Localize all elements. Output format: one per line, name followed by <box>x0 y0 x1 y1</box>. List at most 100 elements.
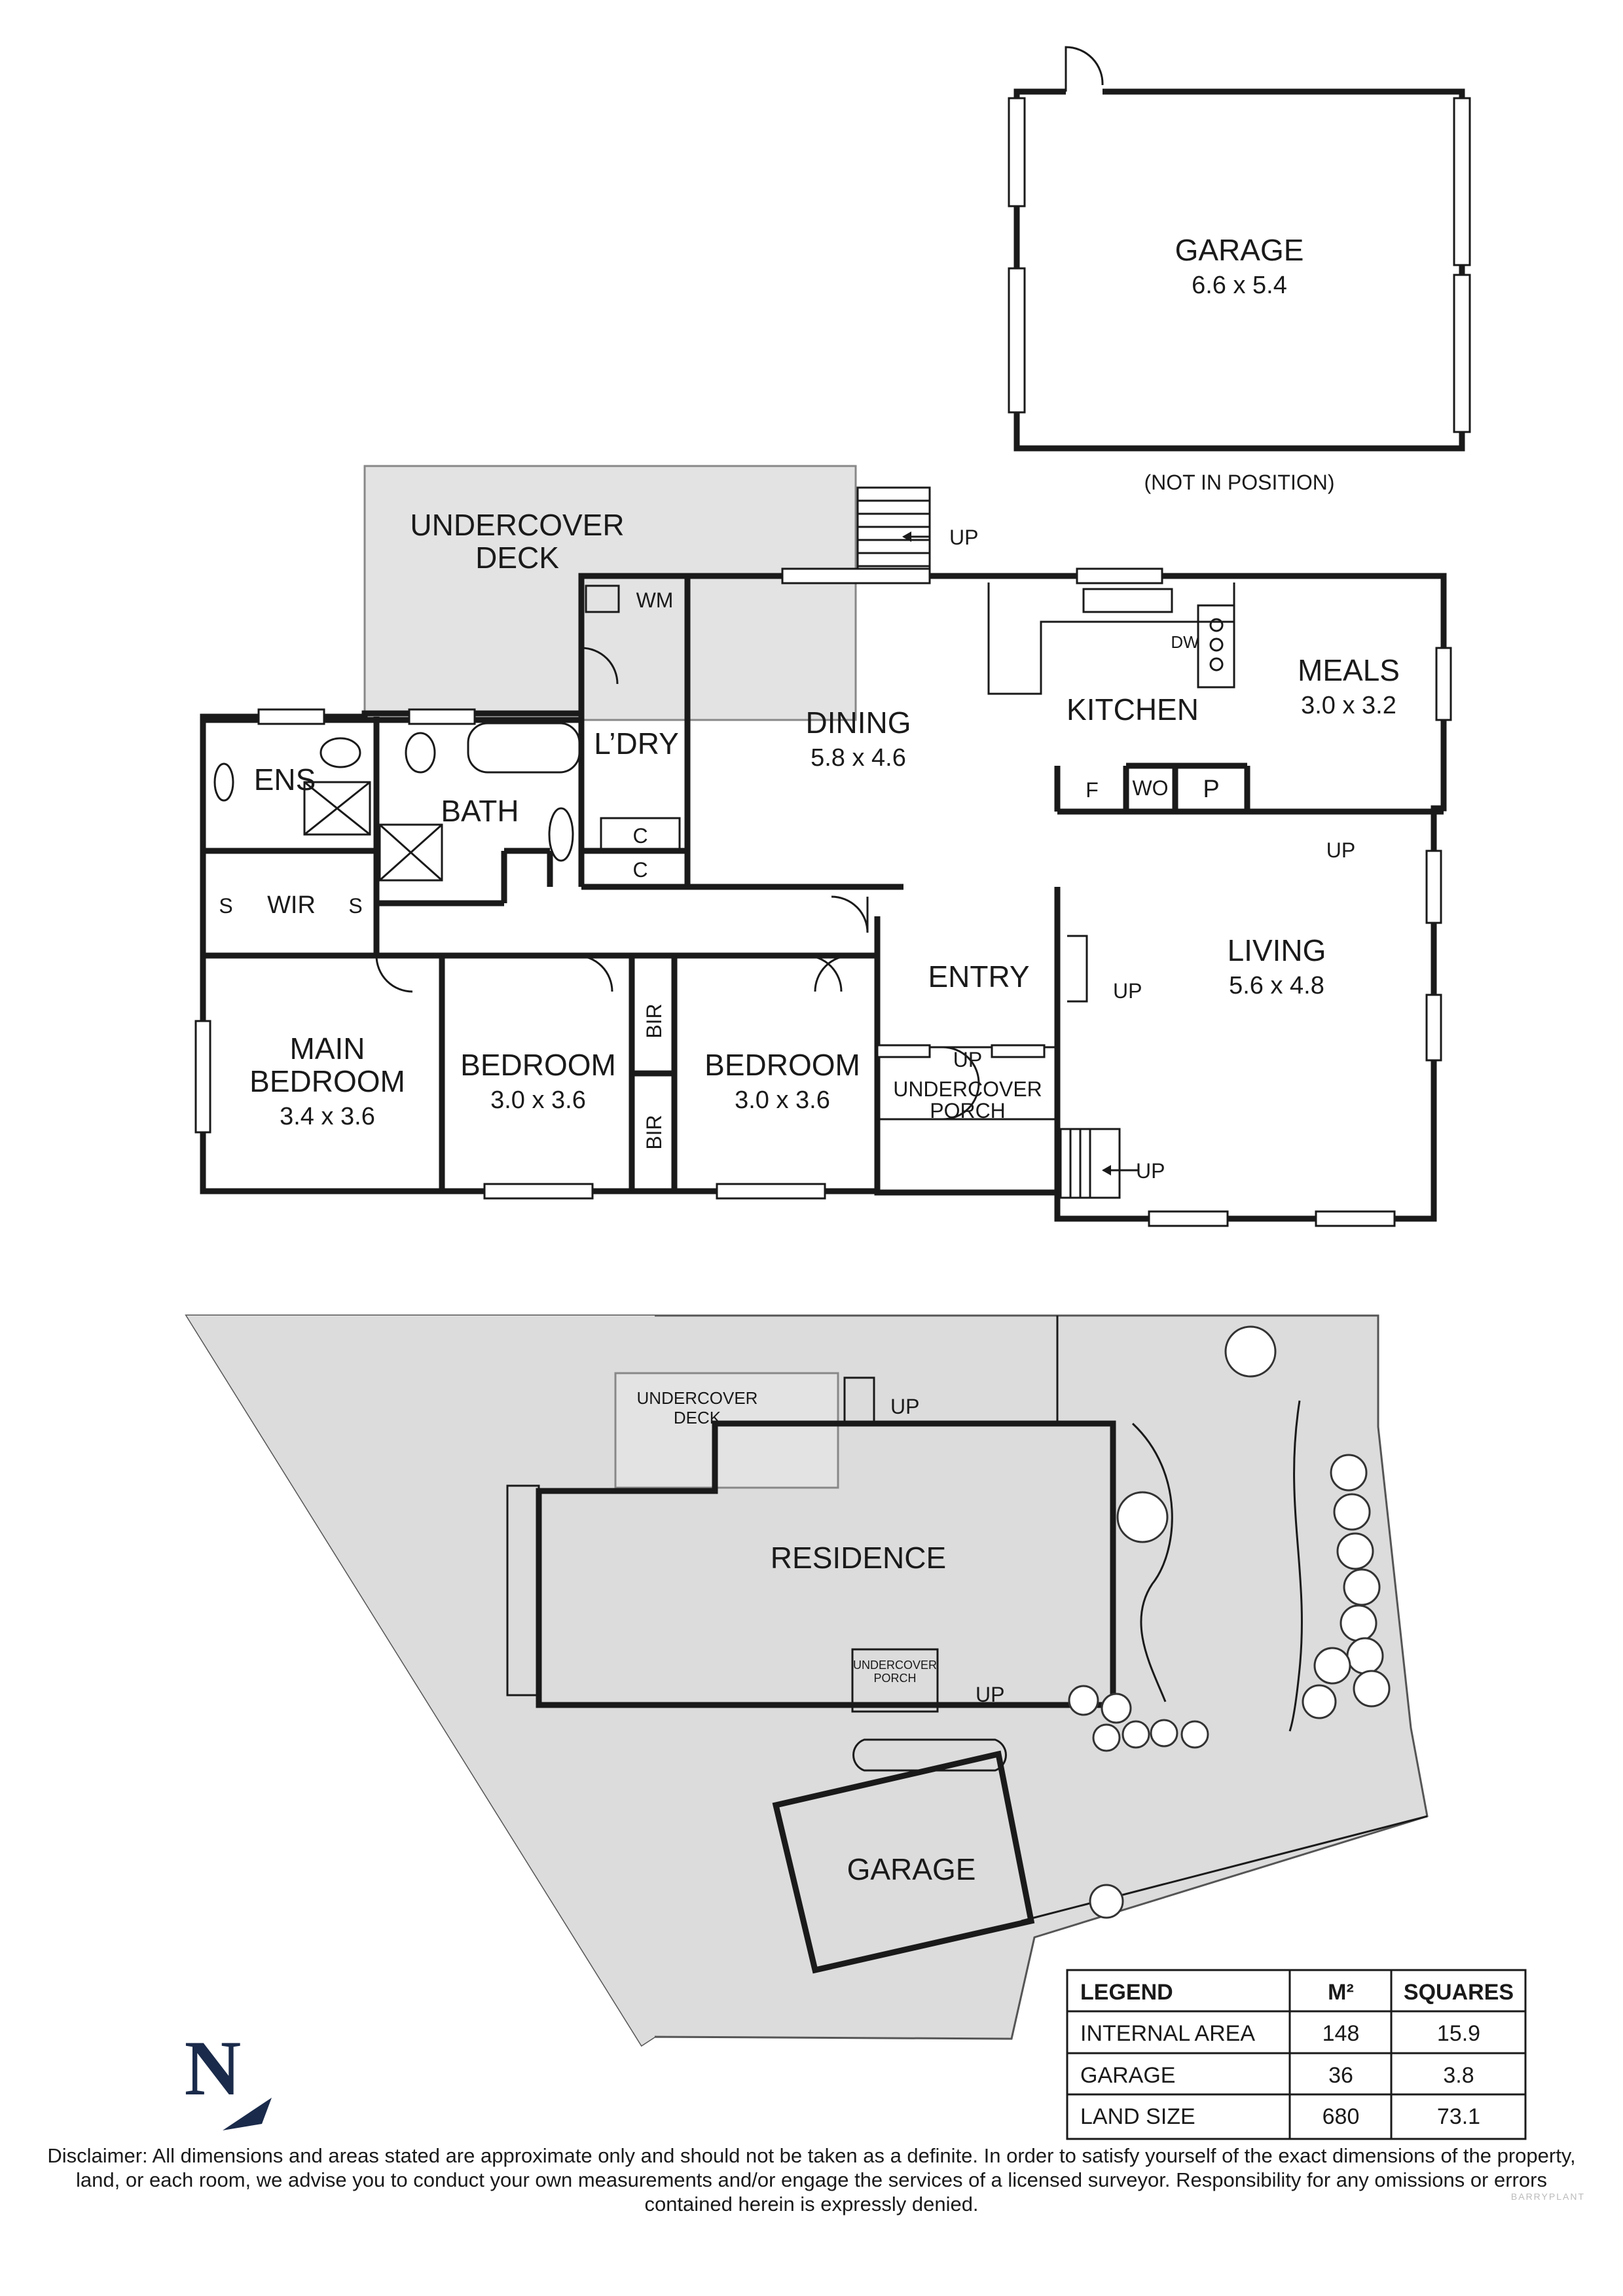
bedroom-2-label: BEDROOM <box>460 1048 616 1082</box>
porch-label-2: PORCH <box>930 1099 1006 1122</box>
kitchen-label: KITCHEN <box>1067 692 1199 726</box>
site-garage-label: GARAGE <box>847 1852 976 1886</box>
north-arrow: N <box>185 2024 272 2130</box>
door-swings <box>375 647 1088 1121</box>
porch-label: UNDERCOVER <box>893 1077 1042 1101</box>
disclaimer-text: Disclaimer: All dimensions and areas sta… <box>47 2144 1576 2215</box>
living-label: LIVING <box>1228 933 1326 967</box>
entry-up-label: UP <box>1113 979 1142 1003</box>
wir-label: WIR <box>267 891 316 919</box>
vanity-icon <box>213 762 234 802</box>
site-deck-label: UNDERCOVER <box>637 1388 758 1408</box>
bathtub-icon <box>467 722 581 774</box>
house-windows <box>194 567 1452 1227</box>
wo-label: WO <box>1132 776 1168 800</box>
legend-table: LEGEND M² SQUARES INTERNAL AREA 148 15.9… <box>1066 1969 1527 2140</box>
dining-dims: 5.8 x 4.6 <box>811 744 906 772</box>
legend-row-squares: 73.1 <box>1437 2104 1480 2129</box>
bathroom-fixtures <box>213 584 681 882</box>
meals-dims: 3.0 x 3.2 <box>1301 692 1396 719</box>
undercover-deck-area <box>363 465 857 721</box>
site-porch-up-label: UP <box>976 1683 1004 1706</box>
north-arrow-icon <box>223 2098 272 2130</box>
legend-row-label: LAND SIZE <box>1080 2104 1195 2129</box>
garage-note: (NOT IN POSITION) <box>1144 471 1335 494</box>
garage-dims: 6.6 x 5.4 <box>1192 272 1287 299</box>
wir-shelf-s-1: S <box>219 894 232 918</box>
f-label: F <box>1085 778 1099 802</box>
main-bedroom-label: MAIN <box>290 1031 365 1066</box>
entry-label: ENTRY <box>928 960 1029 994</box>
bedroom-3-label: BEDROOM <box>704 1048 860 1082</box>
laundry-label: L’DRY <box>594 726 679 761</box>
legend-header-squares: SQUARES <box>1404 1980 1514 2005</box>
house-plan: UNDERCOVER DECK UP <box>194 465 1452 1227</box>
living-up-label: UP <box>1326 838 1355 862</box>
garage-walls <box>1013 88 1465 452</box>
ens-toilet-icon <box>319 737 361 768</box>
site-garage <box>772 1750 1035 1974</box>
interior-walls <box>203 576 1444 1194</box>
bedroom-3-dims: 3.0 x 3.6 <box>735 1086 830 1114</box>
trees <box>1068 1325 1391 1919</box>
main-bedroom-dims: 3.4 x 3.6 <box>280 1103 375 1130</box>
legend-header-label: LEGEND <box>1080 1980 1173 2005</box>
garage-door-swing <box>1065 46 1104 92</box>
porch-stairs <box>1059 1128 1139 1199</box>
cupboard-c-label-2: C <box>632 858 647 882</box>
garage-window-left-1 <box>1008 97 1026 207</box>
site-deck <box>614 1372 839 1489</box>
washing-machine-icon <box>585 584 620 613</box>
garage-plan: GARAGE 6.6 x 5.4 (NOT IN POSITION) <box>1008 46 1471 494</box>
cupboard-c-label-1: C <box>632 824 647 848</box>
legend-row-label: GARAGE <box>1080 2063 1175 2088</box>
porch-up-label: UP <box>953 1048 982 1071</box>
meals-label: MEALS <box>1298 653 1400 687</box>
deck-label-2: DECK <box>475 541 559 575</box>
bath-toilet-icon <box>405 732 436 774</box>
legend-header-m2: M² <box>1328 1980 1354 2005</box>
porch-stairs-up-label: UP <box>1136 1159 1165 1183</box>
north-label: N <box>185 2024 242 2111</box>
bath-shower-icon <box>378 823 443 882</box>
wir-shelf-s-2: S <box>348 894 362 918</box>
deck-stairs-up: UP <box>949 526 978 549</box>
garden-bed-left <box>1131 1422 1173 1702</box>
cupboard-icon <box>600 817 681 851</box>
dining-label: DINING <box>806 706 911 740</box>
kitchen-benches <box>987 583 1235 695</box>
legend-row-m2: 36 <box>1328 2063 1353 2088</box>
deck-label: UNDERCOVER <box>410 508 624 542</box>
deck-stairs <box>856 486 931 577</box>
garage-label: GARAGE <box>1175 233 1304 267</box>
legend-row-squares: 15.9 <box>1437 2021 1480 2046</box>
site-deck-up-label: UP <box>890 1395 919 1418</box>
bath-label: BATH <box>441 794 519 828</box>
basin-icon <box>548 807 574 862</box>
ens-label: ENS <box>254 762 316 797</box>
site-residence-label: RESIDENCE <box>771 1541 946 1575</box>
site-residence <box>536 1420 1116 1708</box>
living-dims: 5.6 x 4.8 <box>1229 972 1324 999</box>
wm-label: WM <box>636 588 674 612</box>
site-plan: UNDERCOVER DECK UP RESIDENCE UNDERCOVER … <box>185 1314 1429 2047</box>
garden-bed-right <box>1288 1400 1303 1732</box>
legend-row-m2: 680 <box>1322 2104 1360 2129</box>
legend-row-squares: 3.8 <box>1443 2063 1474 2088</box>
dw-label: DW <box>1171 632 1199 652</box>
garage-window-left-2 <box>1008 267 1026 414</box>
site-porch-label: UNDERCOVER <box>853 1659 937 1672</box>
credit-watermark: BARRYPLANT <box>1510 2191 1585 2202</box>
cooktop-icon <box>1197 604 1235 689</box>
site-porch <box>851 1648 939 1713</box>
garage-window-right-1 <box>1453 97 1471 266</box>
legend-row-label: INTERNAL AREA <box>1080 2021 1255 2046</box>
p-label: P <box>1203 776 1219 803</box>
bedroom-2-dims: 3.0 x 3.6 <box>490 1086 586 1114</box>
bir-label-1: BIR <box>642 1003 666 1038</box>
legend-row-m2: 148 <box>1322 2021 1360 2046</box>
ens-shower-icon <box>303 781 371 836</box>
bir-label-2: BIR <box>642 1115 666 1149</box>
sink-icon <box>1082 588 1173 613</box>
